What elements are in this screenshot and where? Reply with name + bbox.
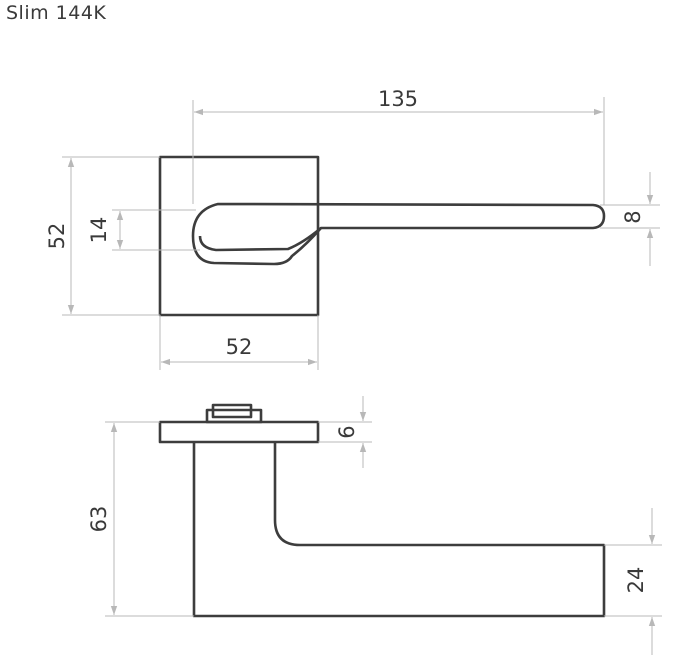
dim-label-6: 6 bbox=[335, 425, 359, 438]
top-view bbox=[158, 155, 606, 317]
dim-label-52-horizontal: 52 bbox=[226, 335, 253, 359]
lever-inner-curve bbox=[198, 227, 322, 252]
dim-label-8: 8 bbox=[621, 210, 645, 223]
dim-label-63: 63 bbox=[87, 506, 111, 533]
dim-label-14: 14 bbox=[87, 217, 111, 244]
rose-plate-side bbox=[158, 420, 320, 444]
lever-outline-top bbox=[191, 202, 606, 266]
dim-label-24: 24 bbox=[624, 567, 648, 594]
lever-outline-side bbox=[192, 442, 606, 618]
dim-label-135: 135 bbox=[378, 87, 418, 111]
drawing-title: Slim 144K bbox=[6, 2, 107, 24]
side-view bbox=[158, 403, 606, 618]
dim-label-52-vertical: 52 bbox=[45, 223, 69, 250]
rose-square bbox=[158, 155, 320, 317]
side-view-dimensions: 6 63 24 bbox=[87, 396, 662, 655]
top-view-dimensions: 135 52 14 52 8 bbox=[45, 87, 660, 370]
